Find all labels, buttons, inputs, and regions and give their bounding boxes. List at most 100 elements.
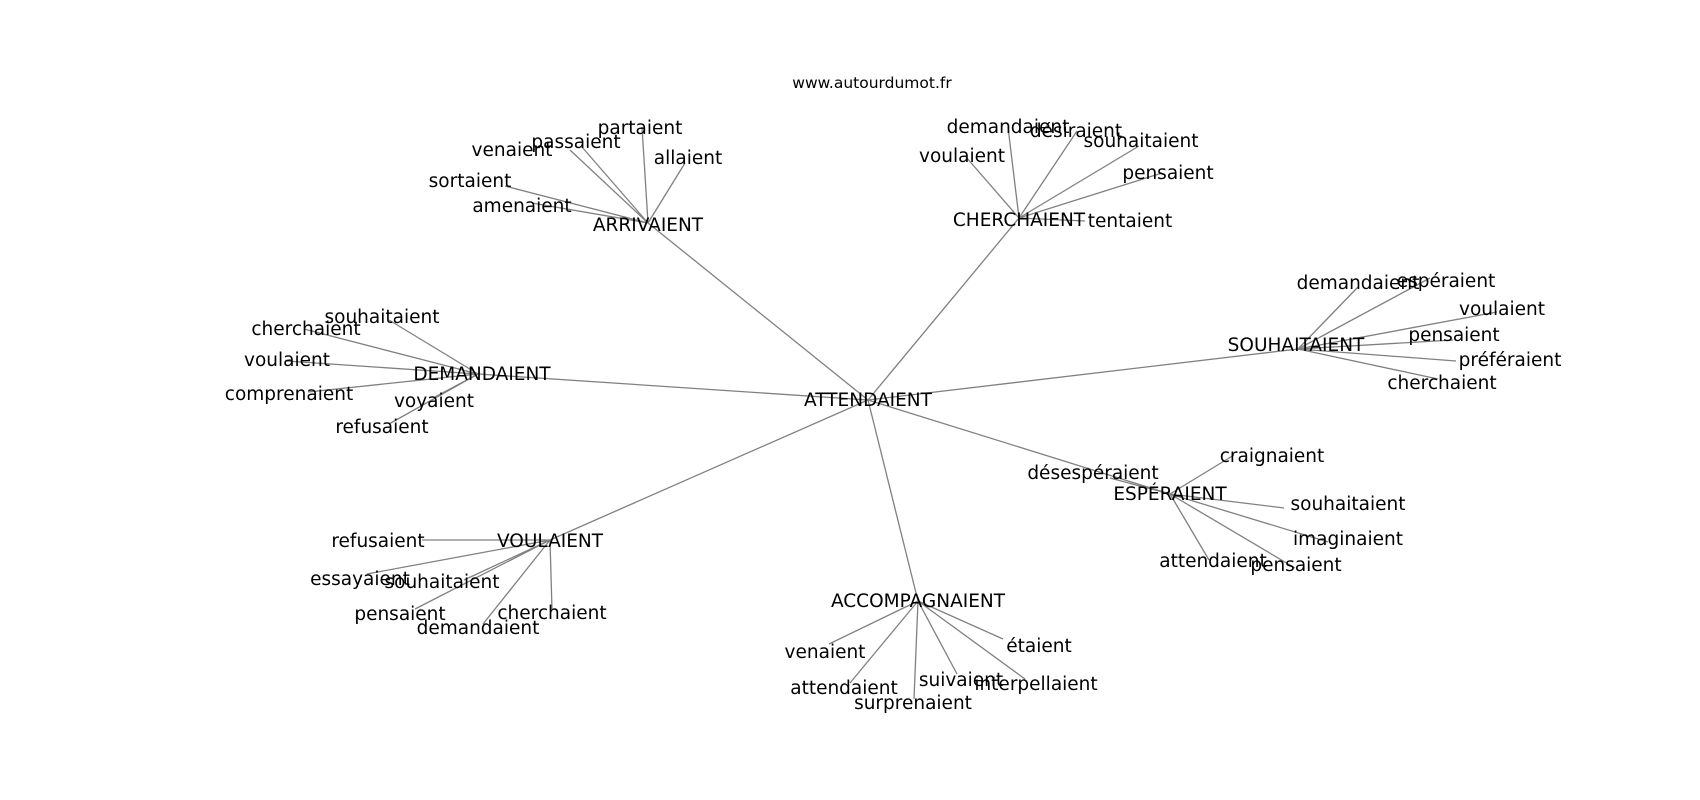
leaf-node-label: demandaient — [947, 117, 1070, 138]
leaf-node-label: voyaient — [394, 391, 474, 412]
hub-node-label: CHERCHAIENT — [953, 210, 1086, 231]
hub-node-label: ACCOMPAGNAIENT — [831, 591, 1006, 612]
hub-node-label: ESPÉRAIENT — [1113, 483, 1227, 505]
hub-edge — [867, 217, 1020, 401]
leaf-node-label: cherchaient — [1387, 373, 1496, 394]
leaf-edge — [913, 600, 919, 700]
leaf-node-label: suivaient — [919, 670, 1003, 691]
leaf-edge — [414, 539, 551, 610]
edges-layer — [285, 126, 1498, 700]
leaf-node-label: interpellaient — [974, 674, 1097, 695]
leaf-node-label: cherchaient — [251, 319, 360, 340]
labels-layer: ATTENDAIENTARRIVAIENTvenaientpassaientpa… — [225, 117, 1562, 714]
leaf-edge — [965, 156, 1020, 219]
leaf-edge — [1018, 130, 1078, 219]
leaf-edge — [581, 146, 649, 224]
leaf-edge — [1297, 339, 1454, 350]
leaf-edge — [569, 149, 649, 224]
leaf-edge — [366, 539, 551, 575]
leaf-edge — [1169, 493, 1296, 569]
leaf-node-label: souhaitaient — [385, 572, 500, 593]
leaf-edge — [1297, 311, 1498, 350]
leaf-node-label: demandaient — [417, 618, 540, 639]
leaf-edge — [1169, 493, 1285, 509]
leaf-node-label: passaient — [531, 132, 620, 153]
leaf-node-label: essayaient — [310, 569, 410, 590]
hub-edge — [867, 348, 1299, 401]
leaf-edge — [531, 202, 649, 224]
leaf-node-label: voulaient — [244, 350, 330, 371]
leaf-node-label: amenaient — [472, 196, 571, 217]
leaf-edge — [549, 539, 553, 611]
leaf-node-label: espéraient — [1397, 271, 1496, 292]
leaf-edge — [849, 600, 919, 684]
leaf-node-label: demandaient — [1297, 273, 1420, 294]
hub-node-label: SOUHAITAIENT — [1228, 335, 1365, 356]
hub-edge — [477, 373, 869, 401]
leaf-node-label: refusaient — [331, 531, 424, 552]
leaf-edge — [1297, 348, 1439, 380]
leaf-node-label: refusaient — [335, 417, 428, 438]
leaf-edge — [1297, 277, 1431, 350]
leaf-edge — [303, 328, 479, 375]
leaf-node-label: voulaient — [1459, 299, 1545, 320]
leaf-node-label: préféraient — [1459, 350, 1562, 371]
hub-edge — [549, 399, 869, 541]
leaf-node-label: sortaient — [429, 171, 512, 192]
leaf-node-label: souhaitaient — [1084, 131, 1199, 152]
hub-edge — [867, 399, 1171, 495]
leaf-node-label: craignaient — [1220, 446, 1325, 467]
leaf-node-label: voulaient — [919, 146, 1005, 167]
leaf-edge — [917, 600, 1026, 680]
leaf-edge — [917, 600, 1004, 640]
leaf-edge — [641, 126, 649, 224]
hub-edge — [867, 399, 919, 602]
leaf-edge — [1297, 348, 1457, 362]
leaf-node-label: attendaient — [1159, 551, 1267, 572]
leaf-edge — [388, 373, 479, 425]
hub-edge — [647, 222, 869, 401]
leaf-edge — [1169, 493, 1210, 561]
leaf-node-label: pensaient — [1122, 163, 1213, 184]
site-credit: www.autourdumot.fr — [792, 74, 952, 92]
leaf-edge — [1109, 477, 1171, 495]
leaf-node-label: comprenaient — [225, 384, 353, 405]
center-node-label: ATTENDAIENT — [804, 390, 933, 411]
leaf-edge — [828, 600, 919, 645]
leaf-edge — [1169, 454, 1235, 495]
leaf-edge — [1169, 493, 1329, 543]
leaf-edge — [1007, 126, 1020, 219]
leaf-node-label: souhaitaient — [1291, 494, 1406, 515]
leaf-node-label: désiraient — [1030, 121, 1122, 142]
leaf-edge — [504, 185, 649, 224]
leaf-edge — [1018, 217, 1086, 222]
hub-node-label: DEMANDAIENT — [413, 364, 551, 385]
leaf-edge — [1018, 172, 1163, 219]
leaf-edge — [1018, 145, 1140, 219]
leaf-node-label: étaient — [1006, 636, 1071, 657]
leaf-node-label: surprenaient — [854, 693, 972, 714]
leaf-edge — [285, 360, 479, 375]
leaf-node-label: allaient — [654, 148, 722, 169]
leaf-edge — [482, 539, 551, 625]
leaf-node-label: tentaient — [1088, 211, 1172, 232]
leaf-node-label: partaient — [598, 118, 683, 139]
leaf-node-label: venaient — [472, 140, 553, 161]
leaf-node-label: pensaient — [1408, 325, 1499, 346]
leaf-edge — [647, 162, 686, 224]
leaf-node-label: cherchaient — [497, 603, 606, 624]
leaf-edge — [307, 373, 479, 393]
leaf-node-label: pensaient — [354, 604, 445, 625]
leaf-node-label: attendaient — [790, 678, 898, 699]
leaf-edge — [388, 319, 479, 375]
leaf-node-label: souhaitaient — [325, 307, 440, 328]
leaf-node-label: venaient — [785, 642, 866, 663]
leaf-node-label: pensaient — [1250, 555, 1341, 576]
hub-node-label: VOULAIENT — [497, 531, 604, 552]
leaf-edge — [1297, 286, 1359, 350]
leaf-node-label: désespéraient — [1027, 463, 1158, 484]
leaf-node-label: imaginaient — [1293, 529, 1403, 550]
hub-node-label: ARRIVAIENT — [593, 215, 704, 236]
